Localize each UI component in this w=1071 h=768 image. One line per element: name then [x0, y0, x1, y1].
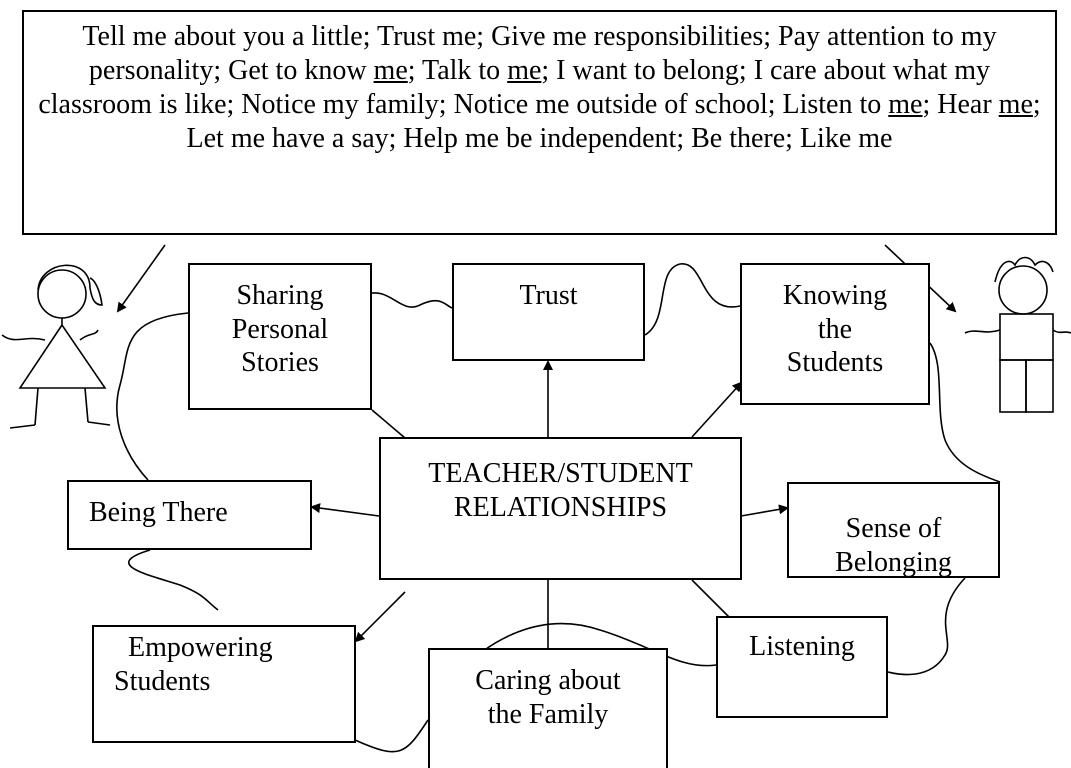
node-trust-label: Trust [519, 280, 578, 311]
quote-underlined-word: me [998, 89, 1033, 120]
boy-figure [964, 256, 1071, 413]
wavy-connector-sharing-trust [364, 292, 453, 309]
quote-segment: ; Talk to [407, 55, 508, 86]
node-knowing-line-1: Knowing [782, 280, 888, 311]
quote-underlined-word: me [373, 55, 408, 86]
node-sharing-line-1: Sharing [236, 280, 324, 311]
node-sharing-line-2: Personal [231, 313, 329, 345]
node-teacher-student-relationships: TEACHER/STUDENT RELATIONSHIPS [379, 437, 742, 580]
node-caring-about-the-family: Caring about the Family [428, 648, 668, 768]
node-empowering-line-2: Students [114, 665, 211, 697]
line-center-sharing [371, 409, 406, 439]
node-knowing-line-2: the [817, 313, 853, 345]
node-listening-label: Listening [749, 631, 855, 662]
quote-segment: ; Hear [922, 89, 999, 120]
arrow-quote-girl [116, 244, 166, 313]
center-line-1: TEACHER/STUDENT [428, 458, 693, 489]
wavy-connector-knowing-belonging [929, 342, 1001, 483]
wavy-connector-sharing-being [116, 312, 189, 481]
node-sharing-line-3: Stories [241, 347, 319, 379]
node-belonging-line-2: Belonging [835, 546, 952, 578]
girl-figure [1, 264, 111, 429]
node-caring-line-2: the Family [487, 698, 609, 730]
node-sense-of-belonging: Sense of Belonging [787, 482, 1000, 578]
wavy-connector-trust-knowing [644, 263, 741, 336]
node-caring-line-1: Caring about [475, 665, 621, 696]
quote-segment: ; Let me have a say; Help me be independ… [186, 89, 1041, 154]
node-being-there-label: Being There [89, 497, 228, 528]
node-knowing-line-3: Students [786, 347, 884, 379]
wavy-connector-being-empowering [128, 549, 219, 611]
node-knowing-the-students: Knowing the Students [740, 263, 930, 405]
arrow-center-empowering [354, 591, 406, 643]
arrow-center-knowing [691, 381, 743, 438]
node-belonging-line-1: Sense of [845, 513, 942, 544]
quote-underlined-word: me [888, 89, 923, 120]
wavy-connector-caring-listening [454, 622, 717, 676]
wavy-connector-empowering-caring [354, 719, 429, 753]
quote-underlined-word: me [507, 55, 542, 86]
node-trust: Trust [452, 263, 645, 361]
node-empowering-line-1: Empowering [128, 632, 273, 663]
node-being-there: Being There [67, 480, 312, 550]
wavy-connector-belonging-listening [887, 577, 966, 676]
node-sharing-personal-stories: Sharing Personal Stories [188, 263, 372, 410]
arrow-center-being [310, 503, 380, 517]
quote-segment: Tell me about you a little; Trust me; Gi… [82, 21, 997, 86]
quote-segment: ; I want to belong; I care about what my… [38, 55, 991, 120]
node-listening: Listening [716, 616, 888, 718]
center-line-2: RELATIONSHIPS [453, 491, 668, 523]
student-quote-box: Tell me about you a little; Trust me; Gi… [22, 10, 1057, 235]
student-quote-text: Tell me about you a little; Trust me; Gi… [38, 21, 1040, 154]
node-empowering-students: Empowering Students [92, 625, 356, 743]
arrow-center-belonging [740, 504, 789, 517]
